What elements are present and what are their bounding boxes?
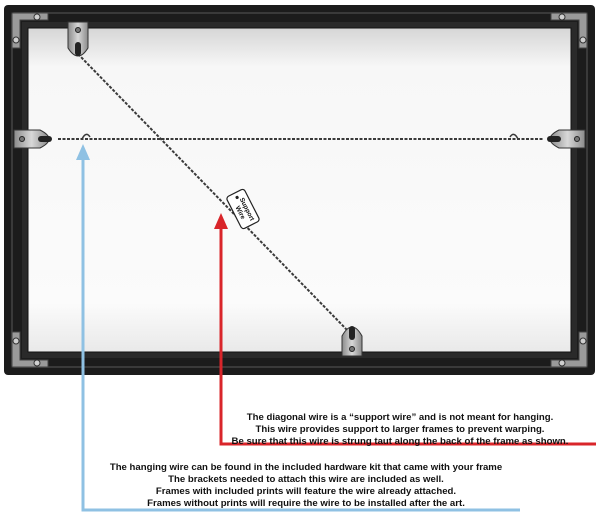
note-line: The brackets needed to attach this wire … bbox=[168, 474, 444, 485]
note-line: Be sure that this wire is strung taut al… bbox=[231, 436, 569, 447]
screw-icon bbox=[558, 13, 566, 21]
frame bbox=[4, 5, 595, 375]
bracket-slot bbox=[75, 42, 81, 56]
arrow-up-icon bbox=[76, 144, 90, 160]
corner-bracket-bottom-right bbox=[550, 331, 588, 368]
note-line: This wire provides support to larger fra… bbox=[255, 424, 545, 435]
frame-rail bbox=[11, 12, 588, 368]
corner-bracket-top-left bbox=[11, 12, 49, 49]
note-line: Frames without prints will require the w… bbox=[147, 498, 465, 509]
screw-icon bbox=[579, 337, 587, 345]
corner-screws bbox=[12, 13, 587, 367]
bracket-left bbox=[13, 129, 52, 149]
corner-bracket-bottom-left bbox=[11, 331, 49, 368]
hanging-wire-pointer bbox=[76, 144, 520, 512]
screw-icon bbox=[33, 359, 41, 367]
note-line: The diagonal wire is a “support wire” an… bbox=[246, 412, 554, 423]
screw-icon bbox=[579, 36, 587, 44]
hanging-wire-note: The hanging wire can be found in the inc… bbox=[92, 462, 520, 510]
screw-icon bbox=[33, 13, 41, 21]
support-wire-pointer bbox=[214, 213, 596, 446]
screw-icon bbox=[75, 27, 81, 33]
support-wire bbox=[77, 53, 350, 333]
bracket-bottom bbox=[341, 326, 363, 357]
screw-icon bbox=[12, 337, 20, 345]
bracket-slot bbox=[547, 136, 561, 142]
corner-bracket-top-right bbox=[550, 12, 588, 49]
bracket-top-left bbox=[67, 21, 89, 57]
arrow-up-icon bbox=[214, 213, 228, 229]
note-line: Frames with included prints will feature… bbox=[155, 486, 457, 497]
screw-icon bbox=[12, 36, 20, 44]
bracket-slot bbox=[349, 326, 355, 340]
corner-brackets bbox=[11, 12, 588, 368]
screw-icon bbox=[349, 346, 355, 352]
note-line: The hanging wire can be found in the inc… bbox=[109, 462, 503, 473]
support-wire-note: The diagonal wire is a “support wire” an… bbox=[228, 412, 572, 448]
screw-icon bbox=[574, 136, 580, 142]
backing-panel bbox=[27, 27, 572, 353]
bracket-right bbox=[547, 129, 586, 149]
bracket-slot bbox=[38, 136, 52, 142]
wire-end-hook bbox=[81, 133, 91, 140]
wire-end-hook bbox=[509, 133, 519, 140]
support-wire-tag: Support Wire bbox=[226, 188, 260, 230]
wires bbox=[58, 53, 544, 333]
screw-icon bbox=[558, 359, 566, 367]
screw-icon bbox=[19, 136, 25, 142]
